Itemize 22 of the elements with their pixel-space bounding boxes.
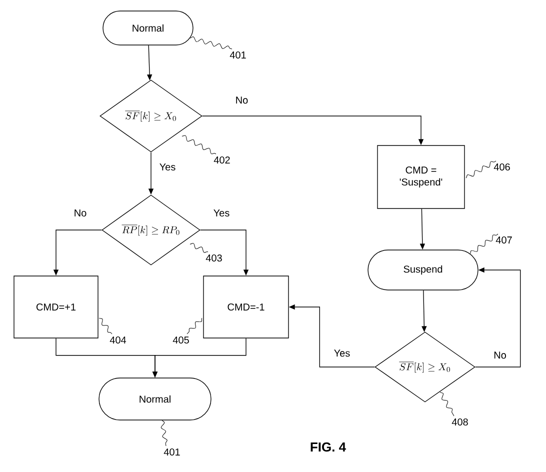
terminal-box: Normal — [98, 378, 212, 420]
reference-numeral: 402 — [214, 156, 230, 164]
process-box: CMD=-1 — [203, 276, 289, 338]
process-box: CMD=+1 — [14, 276, 98, 338]
edge-label: Yes — [212, 208, 231, 218]
terminal-box: Suspend — [368, 250, 478, 290]
edge-label: Yes — [158, 162, 177, 172]
terminal-box: Normal — [102, 10, 194, 46]
reference-numeral: 406 — [494, 163, 510, 171]
reference-numeral: 408 — [452, 418, 468, 426]
reference-numeral: 405 — [172, 336, 189, 344]
edge-label: No — [492, 350, 508, 360]
figure-caption: FIG. 4 — [310, 442, 346, 452]
process-box: CMD = 'Suspend' — [377, 145, 465, 209]
reference-numeral: 403 — [206, 254, 222, 262]
reference-numeral: 404 — [110, 336, 126, 344]
reference-numeral: 401 — [230, 51, 246, 59]
reference-numeral: 407 — [496, 236, 512, 244]
edge-label: No — [72, 208, 88, 218]
edge-label: No — [234, 96, 250, 105]
reference-numeral: 401 — [164, 448, 180, 456]
edge-label: Yes — [332, 348, 352, 358]
